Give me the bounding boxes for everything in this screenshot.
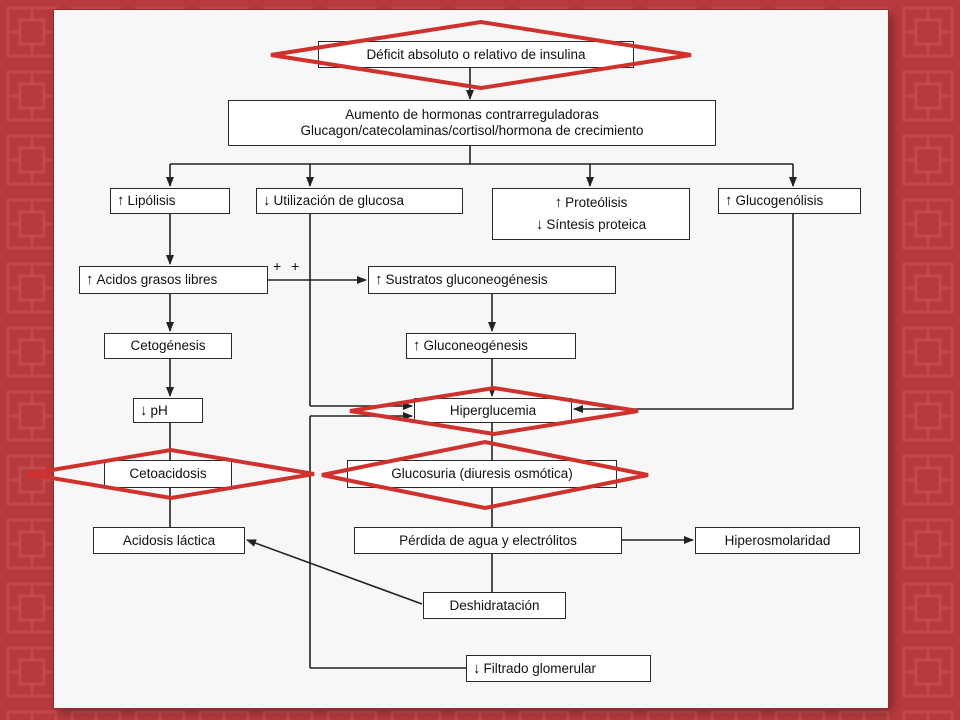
node-acidosis-lactica: Acidosis láctica — [93, 527, 245, 554]
node-proteolisis: ↑ Proteólisis ↓ Síntesis proteica — [492, 188, 690, 240]
node-perdida-agua: Pérdida de agua y electrólitos — [354, 527, 622, 554]
node-lipolisis: ↑ Lipólisis — [110, 188, 230, 214]
node-glucogenolisis: ↑ Glucogenólisis — [718, 188, 861, 214]
node-utilizacion-glucosa: ↓ Utilización de glucosa — [256, 188, 463, 214]
node-filtrado-glomerular: ↓ Filtrado glomerular — [466, 655, 651, 682]
arrow-up-icon: ↑ — [725, 192, 733, 209]
arrow-down-icon: ↓ — [473, 659, 481, 677]
node-cetoacidosis: Cetoacidosis — [104, 460, 232, 488]
node-acidos-grasos: ↑ Acidos grasos libres — [79, 266, 268, 294]
node-deshidratacion: Deshidratación — [423, 592, 566, 619]
plus-sign-label: + + — [273, 258, 303, 274]
node-ph: ↓ pH — [133, 398, 203, 423]
arrow-up-icon: ↑ — [86, 271, 94, 288]
arrow-up-icon: ↑ — [375, 271, 383, 288]
arrow-up-icon: ↑ — [413, 337, 421, 354]
node-hormonas-contrarreguladoras: Aumento de hormonas contrarreguladoras G… — [228, 100, 716, 146]
node-hiperglucemia: Hiperglucemia — [414, 398, 572, 423]
arrow-down-icon: ↓ — [535, 216, 544, 233]
node-sustratos-gluconeogenesis: ↑ Sustratos gluconeogénesis — [368, 266, 616, 294]
arrow-down-icon: ↓ — [140, 401, 148, 419]
node-glucosuria: Glucosuria (diuresis osmótica) — [347, 460, 617, 488]
node-gluconeogenesis: ↑ Gluconeogénesis — [406, 333, 576, 359]
arrow-up-icon: ↑ — [117, 192, 125, 209]
arrow-down-icon: ↓ — [263, 192, 271, 209]
node-cetogenesis: Cetogénesis — [104, 333, 232, 359]
node-deficit-insulina: Déficit absoluto o relativo de insulina — [318, 41, 634, 68]
node-hiperosmolaridad: Hiperosmolaridad — [695, 527, 860, 554]
arrow-up-icon: ↑ — [554, 194, 563, 211]
